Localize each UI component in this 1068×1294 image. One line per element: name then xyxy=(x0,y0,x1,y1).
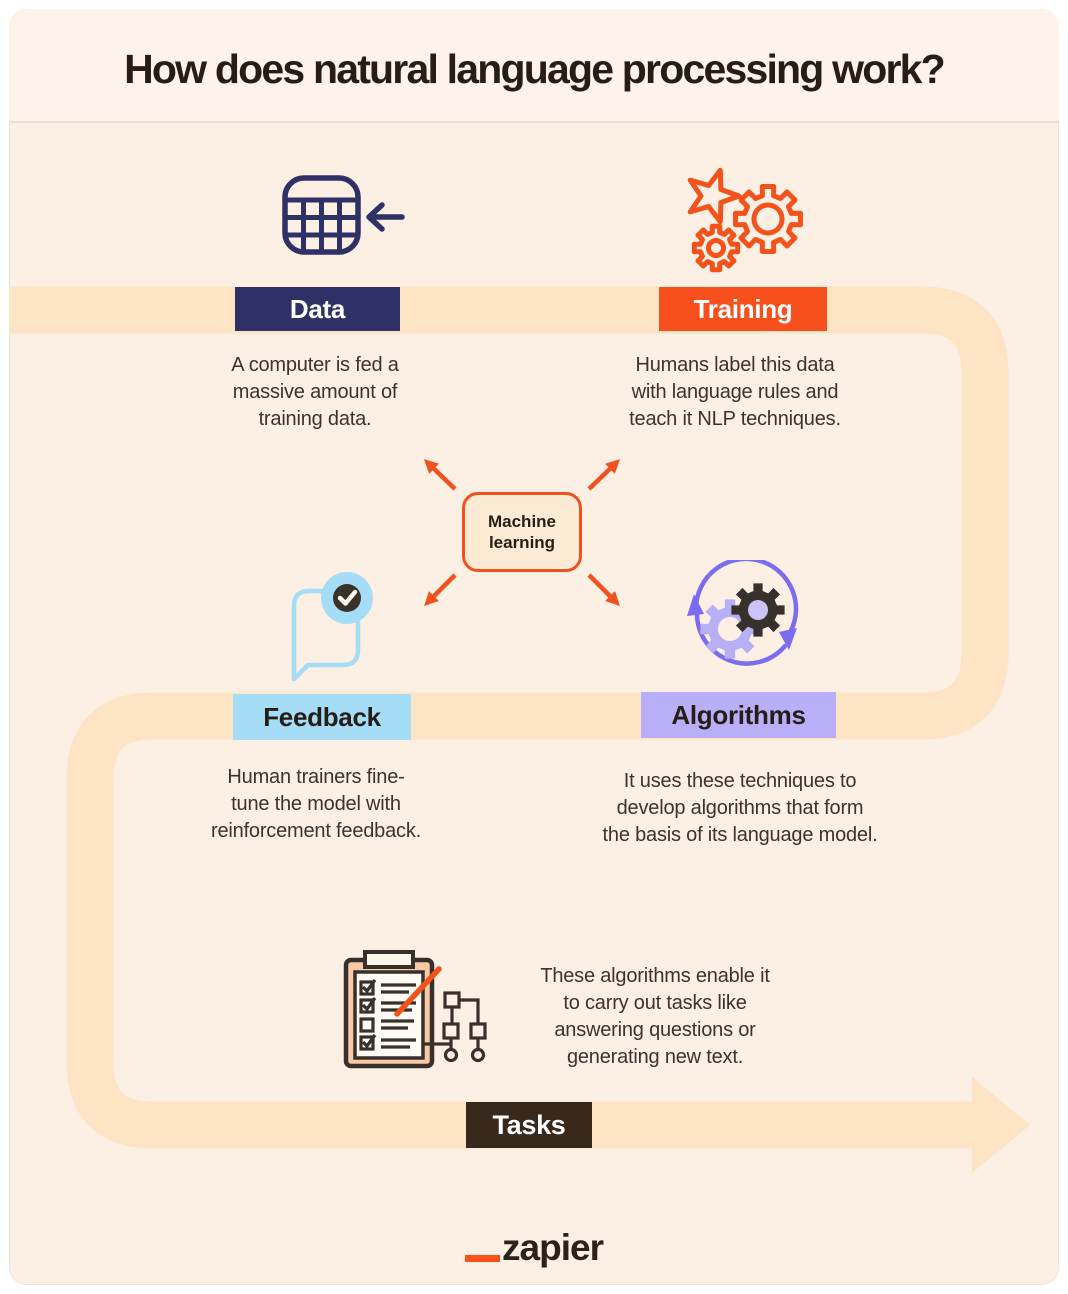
table-import-icon xyxy=(282,175,405,255)
logo-underscore-icon xyxy=(465,1255,501,1262)
checklist-flowchart-icon xyxy=(343,950,487,1069)
dark-gear-icon xyxy=(731,583,785,637)
ml-arrows-icon xyxy=(423,459,621,606)
logo-text: zapier xyxy=(502,1227,604,1268)
page-title: How does natural language processing wor… xyxy=(124,46,946,92)
training-description: Humans label this data with language rul… xyxy=(629,354,841,430)
flowchart-icon xyxy=(423,991,487,1063)
gears-cycle-icon xyxy=(687,560,799,666)
feedback-label: Feedback xyxy=(233,694,411,740)
tasks-label-text: Tasks xyxy=(492,1109,566,1140)
data-description: A computer is fed a massive amount of tr… xyxy=(231,354,399,430)
algorithms-label: Algorithms xyxy=(641,692,836,738)
feedback-description: Human trainers fine- tune the model with… xyxy=(211,766,421,842)
training-label-text: Training xyxy=(693,293,793,324)
feedback-label-text: Feedback xyxy=(263,701,381,732)
pencil-stroke-icon xyxy=(394,966,442,1017)
machine-learning-box: Machine learning xyxy=(462,492,582,572)
algorithms-description: It uses these techniques to develop algo… xyxy=(602,770,878,846)
star-and-gears-icon xyxy=(687,167,803,273)
chat-bubble-check-icon xyxy=(291,572,373,682)
data-label-text: Data xyxy=(289,293,346,324)
large-gear-icon xyxy=(733,184,803,254)
cycle-arrowhead-down xyxy=(779,628,797,650)
training-label: Training xyxy=(659,287,827,331)
cycle-arrowhead-up xyxy=(687,594,704,616)
infographic-card xyxy=(9,9,1059,1285)
algorithms-label-text: Algorithms xyxy=(671,699,806,730)
header xyxy=(9,9,1059,123)
tasks-description: These algorithms enable it to carry out … xyxy=(540,965,770,1068)
tasks-label: Tasks xyxy=(466,1102,592,1148)
small-gear-icon xyxy=(691,223,741,273)
check-icon xyxy=(337,589,358,606)
data-label: Data xyxy=(235,287,400,331)
zapier-logo: zapier xyxy=(0,1222,1068,1266)
